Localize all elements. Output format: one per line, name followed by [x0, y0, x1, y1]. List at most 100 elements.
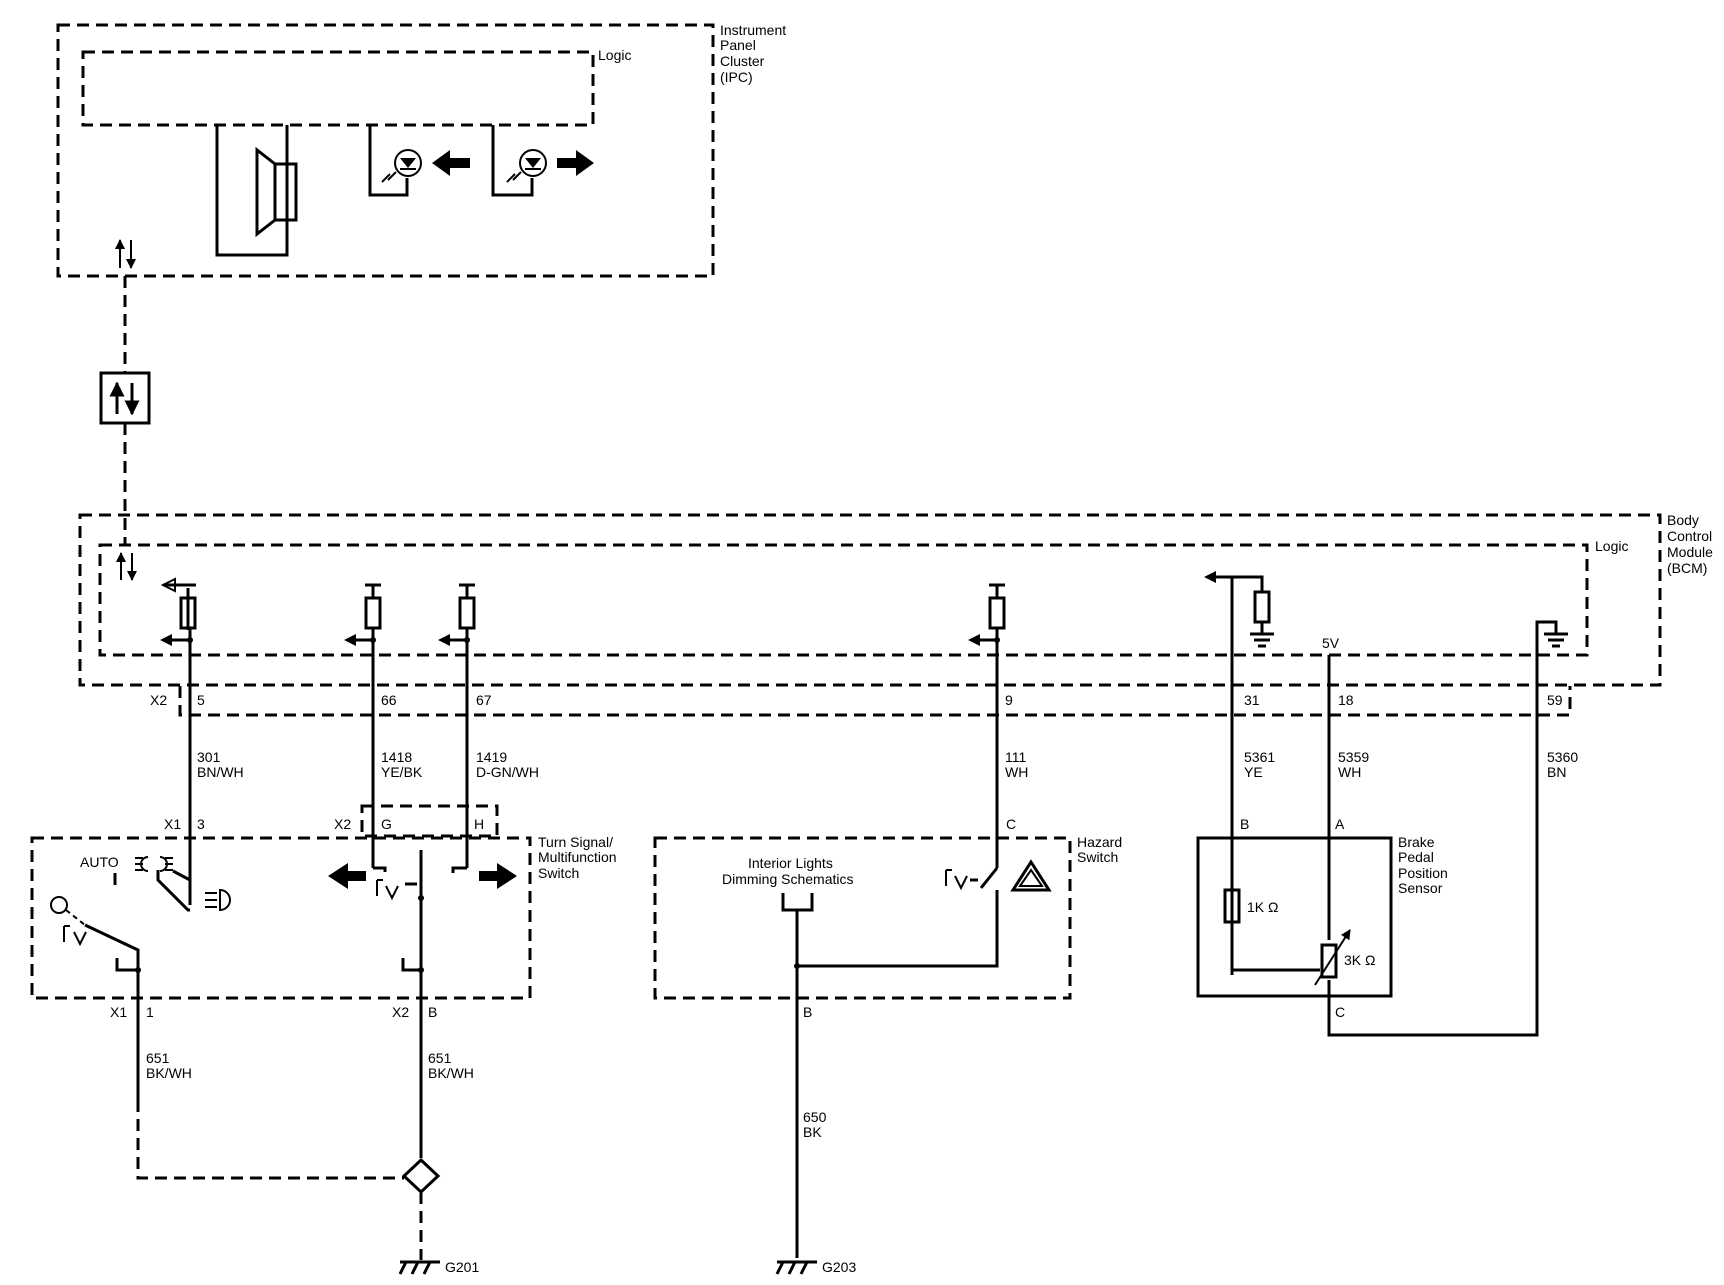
- bcm-title-1: Body: [1667, 512, 1699, 528]
- wire-5361-circuit: 5361: [1244, 749, 1275, 765]
- wire-651b-color: BK/WH: [428, 1065, 474, 1081]
- ground-g203-icon: [775, 1260, 817, 1275]
- switch-open-contact-icon: [50, 896, 68, 914]
- right-turn-arrow-icon: [479, 863, 517, 889]
- bcm-title-3: Module: [1667, 544, 1713, 560]
- bcm-pin-59: 59: [1547, 692, 1563, 708]
- ipc-serial-data-icon: [115, 239, 136, 269]
- turn-switch-title-1: Turn Signal/: [538, 834, 613, 850]
- turn-switch-pin-h: H: [474, 816, 484, 832]
- brake-pedal-position-sensor: Brake Pedal Position Sensor B A C 1K Ω 3…: [1196, 816, 1448, 1020]
- bcm-input-resistor-5: [160, 577, 197, 646]
- wire-5359-color: WH: [1338, 764, 1361, 780]
- ground-g201-icon: [398, 1260, 440, 1275]
- ground-g201-label: G201: [445, 1259, 479, 1275]
- hazard-switch: Hazard Switch C Interior Lights Dimming …: [653, 816, 1122, 1275]
- bcm-pin-18: 18: [1338, 692, 1354, 708]
- wire-1418-color: YE/BK: [381, 764, 423, 780]
- circuit-wires: [188, 577, 1539, 1037]
- bcm-pin-labels: X2 5 66 67 9 31 18 59: [150, 692, 1563, 708]
- wire-301-color: BN/WH: [197, 764, 244, 780]
- turn-switch-pin-b: B: [428, 1004, 437, 1020]
- turn-switch-title-2: Multifunction: [538, 849, 617, 865]
- bcm-connector-label: X2: [150, 692, 167, 708]
- speaker-icon: [215, 125, 298, 257]
- ipc-module: Instrument Panel Cluster (IPC) Logic: [56, 22, 786, 278]
- ipc-title-3: Cluster: [720, 53, 765, 69]
- wire-5361-color: YE: [1244, 764, 1263, 780]
- ipc-title-2: Panel: [720, 37, 756, 53]
- bcm-pin-31: 31: [1244, 692, 1260, 708]
- splice-icon: [401, 1157, 441, 1195]
- wire-651a-circuit: 651: [146, 1050, 170, 1066]
- ipc-title-4: (IPC): [720, 69, 753, 85]
- wire-1419-circuit: 1419: [476, 749, 507, 765]
- turn-switch-title-3: Switch: [538, 865, 579, 881]
- turn-switch-pin-g: G: [381, 816, 392, 832]
- brake-pin-a: A: [1335, 816, 1345, 832]
- interior-lights-title-2: Dimming Schematics: [722, 871, 853, 887]
- brake-pin-b: B: [1240, 816, 1249, 832]
- ground-g203-label: G203: [822, 1259, 856, 1275]
- turn-switch-pin-3: 3: [197, 816, 205, 832]
- bcm-serial-data-icon: [116, 552, 137, 581]
- left-turn-arrow-icon: [328, 863, 366, 889]
- bcm-input-resistor-31: [1204, 571, 1274, 648]
- hazard-title-2: Switch: [1077, 849, 1118, 865]
- turn-switch-x1-bottom: X1: [110, 1004, 127, 1020]
- wire-111-color: WH: [1005, 764, 1028, 780]
- bcm-logic-label: Logic: [1595, 538, 1628, 554]
- wire-5360-circuit: 5360: [1547, 749, 1578, 765]
- right-turn-indicator-icon: [491, 125, 594, 197]
- brake-title-4: Sensor: [1398, 880, 1443, 896]
- ev-actuator-icon: [63, 925, 87, 947]
- bcm-module: Body Control Module (BCM) Logic: [78, 512, 1713, 717]
- turn-signal-switch: Turn Signal/ Multifunction Switch X1 3 X…: [30, 804, 617, 1020]
- turn-ev-actuator-icon: [376, 879, 399, 901]
- ipc-title-1: Instrument: [720, 22, 786, 38]
- hazard-pin-c: C: [1006, 816, 1016, 832]
- bcm-title-2: Control: [1667, 528, 1712, 544]
- bcm-pin-5: 5: [197, 692, 205, 708]
- brake-title-2: Pedal: [1398, 849, 1434, 865]
- turn-switch-x2-bottom: X2: [392, 1004, 409, 1020]
- bcm-pin-66: 66: [381, 692, 397, 708]
- bcm-input-resistor-66: [344, 583, 382, 646]
- bcm-pin-9: 9: [1005, 692, 1013, 708]
- hazard-ev-actuator-icon: [945, 869, 968, 891]
- wire-labels: 301 BN/WH 1418 YE/BK 1419 D-GN/WH 111 WH…: [197, 749, 1578, 780]
- g201-ground-circuit: 651 BK/WH 651 BK/WH G201: [136, 998, 479, 1275]
- wire-650-color: BK: [803, 1124, 822, 1140]
- bcm-pin-67: 67: [476, 692, 492, 708]
- headlamp-icon: [205, 888, 231, 912]
- bcm-input-resistor-67: [438, 583, 476, 646]
- wire-1418-circuit: 1418: [381, 749, 412, 765]
- wire-5360-color: BN: [1547, 764, 1566, 780]
- serial-data-link: [99, 276, 151, 545]
- left-turn-indicator-icon: [368, 125, 470, 197]
- bcm-ground-59: [1535, 620, 1568, 686]
- auto-label: AUTO: [80, 854, 119, 870]
- wire-111-circuit: 111: [1005, 749, 1026, 765]
- resistor-3k-label: 3K Ω: [1344, 952, 1375, 968]
- bcm-title-4: (BCM): [1667, 560, 1707, 576]
- resistor-1k-label: 1K Ω: [1247, 899, 1278, 915]
- auto-headlamp-icon: [135, 856, 173, 872]
- wire-651a-color: BK/WH: [146, 1065, 192, 1081]
- turn-switch-x2-top: X2: [334, 816, 351, 832]
- hazard-title-1: Hazard: [1077, 834, 1122, 850]
- wire-301-circuit: 301: [197, 749, 221, 765]
- turn-switch-x1-top: X1: [164, 816, 181, 832]
- bcm-input-resistor-9: [968, 583, 1006, 646]
- brake-title-3: Position: [1398, 865, 1448, 881]
- hazard-pin-b: B: [803, 1004, 812, 1020]
- brake-pin-c: C: [1335, 1004, 1345, 1020]
- ipc-logic-label: Logic: [598, 47, 631, 63]
- interior-lights-title-1: Interior Lights: [748, 855, 833, 871]
- wire-651b-circuit: 651: [428, 1050, 452, 1066]
- bcm-5v-label: 5V: [1322, 635, 1340, 651]
- potentiometer-3k-icon: [1320, 943, 1338, 979]
- wire-5359-circuit: 5359: [1338, 749, 1369, 765]
- hazard-triangle-icon: [1010, 859, 1052, 892]
